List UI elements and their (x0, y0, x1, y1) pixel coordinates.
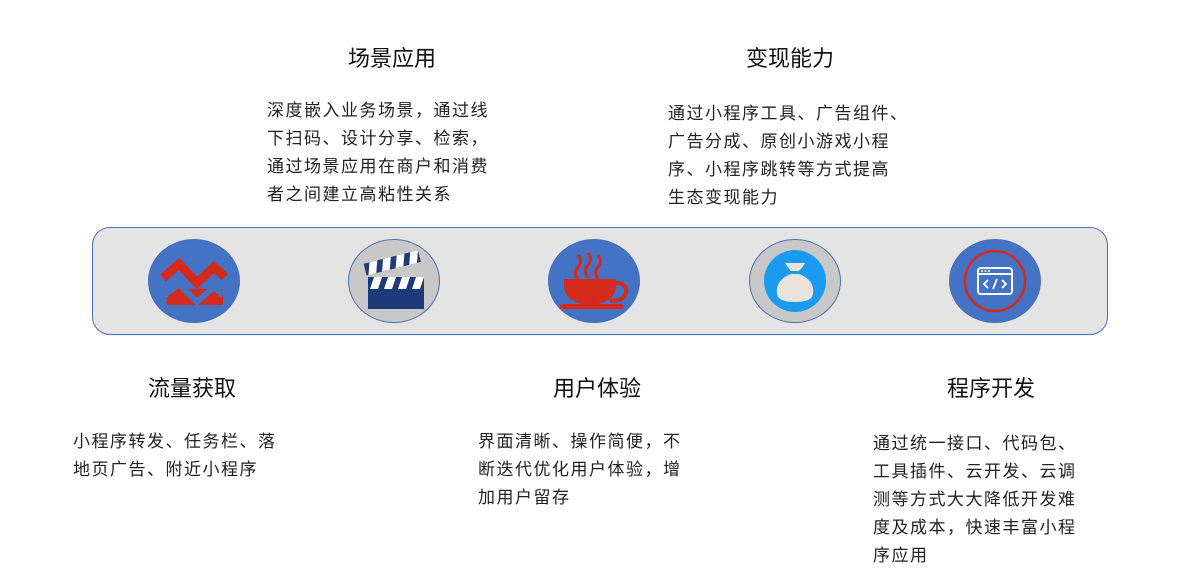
feature-desc-user-experience: 界面清晰、操作简便，不 断迭代优化用户体验，增 加用户留存 (478, 432, 682, 508)
feature-title-user-experience: 用户体验 (553, 377, 642, 402)
feature-desc-program-development: 通过统一接口、代码包、 工具插件、云开发、云调 测等方式大大降低开发难 度及成本… (873, 434, 1077, 566)
feature-title-monetization: 变现能力 (746, 47, 835, 72)
feature-desc-traffic-acquisition: 小程序转发、任务栏、落 地页广告、附近小程序 (73, 432, 277, 480)
clapperboard-icon (348, 239, 440, 323)
feature-desc-monetization: 通过小程序工具、广告组件、 广告分成、原创小游戏小程 序、小程序跳转等方式提高 … (668, 104, 909, 208)
trending-chart-icon (148, 239, 240, 323)
coffee-cup-icon (548, 239, 640, 323)
code-window-icon (949, 239, 1041, 323)
feature-desc-scene-application: 深度嵌入业务场景，通过线 下扫码、设计分享、检索， 通过场景应用在商户和消费 者… (267, 101, 489, 205)
feature-title-program-development: 程序开发 (947, 377, 1036, 402)
money-bag-icon (749, 239, 841, 323)
feature-title-scene-application: 场景应用 (348, 47, 437, 72)
feature-title-traffic-acquisition: 流量获取 (148, 377, 237, 402)
